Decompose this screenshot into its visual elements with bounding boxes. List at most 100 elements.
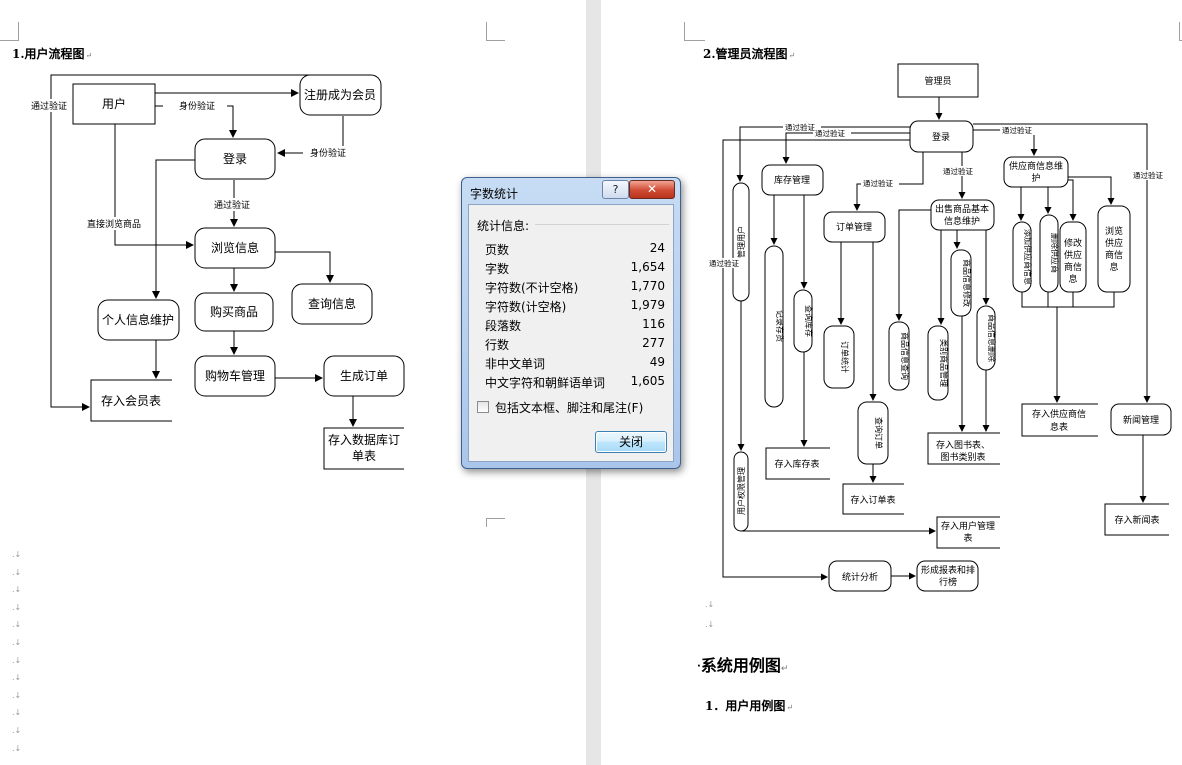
sub-heading-text: 1．用户用例图 [705, 699, 786, 713]
paragraph-mark: ↵ [780, 664, 789, 674]
node-label: 存入新闻表 [1114, 514, 1159, 526]
node-admin [897, 63, 979, 98]
heading-text: 2.管理员流程图 [703, 47, 788, 61]
edge [895, 209, 931, 321]
stat-row-non-chinese-words: 非中文单词 49 [485, 355, 669, 374]
edge [152, 159, 195, 299]
node-label: 新闻管理 [1123, 414, 1159, 426]
node-label: 表 [963, 532, 972, 544]
paragraph-mark: .↓ [12, 743, 22, 753]
node-label-vertical: 查询库存 [804, 305, 814, 337]
node-report [916, 560, 979, 592]
close-window-icon[interactable]: ✕ [629, 180, 675, 199]
user-flowchart: 通过验证 身份验证 身份验证 通过验证 直接浏览商品 用户 注册成为会员 登录 … [28, 74, 405, 470]
edge [50, 74, 320, 411]
node-label: 管理员 [924, 75, 951, 87]
paragraph-mark: .↓ [12, 708, 22, 718]
paragraph-mark: .↓ [12, 550, 22, 559]
edge [782, 132, 910, 164]
node-label-vertical: 商品信息修改 [962, 259, 972, 307]
node-inventory-table [765, 447, 830, 480]
node-label-vertical: 商品信息删除 [987, 314, 997, 362]
node-register [299, 74, 382, 116]
node-label: 商信 [1064, 261, 1082, 273]
node-member-table [90, 379, 172, 422]
node-inventory [761, 164, 824, 196]
edge [973, 123, 1151, 403]
paragraph-mark: .↓ [12, 602, 22, 612]
node-label: 个人信息维护 [102, 312, 174, 327]
stat-label: 非中文单词 [485, 357, 546, 371]
node-label-vertical: 用户权限管理 [736, 467, 746, 515]
node-label: 登录 [932, 132, 950, 143]
edge [736, 126, 910, 182]
node-label: 购买商品 [210, 304, 258, 319]
section-title-text: 系统用例图 [700, 656, 781, 675]
node-user-table [936, 516, 1000, 549]
paragraph-mark: .↓ [12, 567, 22, 577]
node-order-stats [823, 325, 855, 389]
help-button[interactable]: ? [602, 180, 629, 199]
node-label-vertical: 添加供应商信息 [1023, 229, 1033, 285]
node-label: 单表 [352, 449, 376, 463]
node-label: 息 [1068, 273, 1077, 285]
page-corner-mark [0, 22, 19, 41]
stat-row-chars-no-spaces: 字符数(不计空格)1,770 [485, 279, 669, 298]
paragraph-mark: .↓ [705, 620, 715, 629]
node-order-mgmt [823, 211, 886, 243]
page-corner-mark [486, 518, 505, 527]
flowchart-heading-user: 1.用户流程图↵ [12, 45, 92, 62]
edge-label: 身份验证 [179, 100, 215, 112]
node-label: 存入库存表 [774, 458, 819, 470]
edge-label: 通过验证 [815, 128, 845, 138]
paragraph-marks: .↓ .↓ .↓ .↓ .↓ .↓ .↓ .↓ .↓ .↓ .↓ .↓ [12, 546, 21, 757]
edge [1068, 176, 1115, 205]
close-button[interactable]: 关闭 [595, 431, 667, 453]
node-label: 浏览 [1105, 225, 1123, 237]
edge [114, 124, 194, 249]
node-goods-info-query [888, 321, 910, 391]
include-textboxes-checkbox[interactable] [477, 401, 489, 413]
node-supplier [1003, 156, 1069, 188]
paragraph-mark: .↓ [12, 725, 22, 735]
admin-flowchart: 通过验证 通过验证 通过验证 通过验证 通过验证 通过验证 通过验证 管理员 登… [708, 63, 1172, 592]
node-label: 存入供应商信 [1032, 408, 1086, 420]
node-label-vertical: 商品信息查询 [900, 332, 910, 380]
node-label: 存入订单表 [850, 494, 895, 506]
edge [1068, 179, 1077, 221]
node-query [291, 283, 373, 325]
node-sup-del [1039, 214, 1059, 293]
node-label: 生成订单 [340, 369, 388, 383]
node-cart [194, 355, 276, 397]
paragraph-mark: .↓ [12, 637, 22, 647]
stat-value: 1,770 [630, 279, 665, 293]
node-label: 息 [1109, 261, 1118, 273]
stat-value: 1,654 [630, 260, 665, 274]
edge [1021, 292, 1115, 308]
node-label: 供应商信息维 [1009, 160, 1063, 172]
document-page-right: 2.管理员流程图 ↵ [601, 0, 1182, 765]
node-news-mgmt [1110, 403, 1172, 436]
node-label: 存入图书表、 [936, 439, 990, 451]
stat-value: 1,979 [630, 298, 665, 312]
page-corner-mark [684, 22, 705, 41]
page-corner-mark [486, 22, 505, 41]
stat-value: 49 [649, 355, 665, 369]
node-order-table [842, 483, 904, 515]
node-inventory-query [793, 289, 813, 353]
node-label: 行榜 [939, 576, 957, 588]
stat-label: 字符数(计空格) [485, 300, 567, 314]
node-news-table [1104, 503, 1169, 536]
node-login [909, 120, 974, 153]
node-label: 存入会员表 [101, 394, 161, 408]
node-label-vertical: 管理用户 [736, 226, 746, 258]
bullet-dot: · [697, 661, 701, 672]
flowchart-heading-admin: 2.管理员流程图↵ [703, 45, 795, 62]
include-textboxes-label[interactable]: 包括文本框、脚注和尾注(F) [495, 401, 644, 415]
edge-label: 身份验证 [310, 147, 346, 159]
node-label: 订单管理 [836, 221, 872, 233]
paragraph-mark: .↓ [705, 600, 715, 609]
